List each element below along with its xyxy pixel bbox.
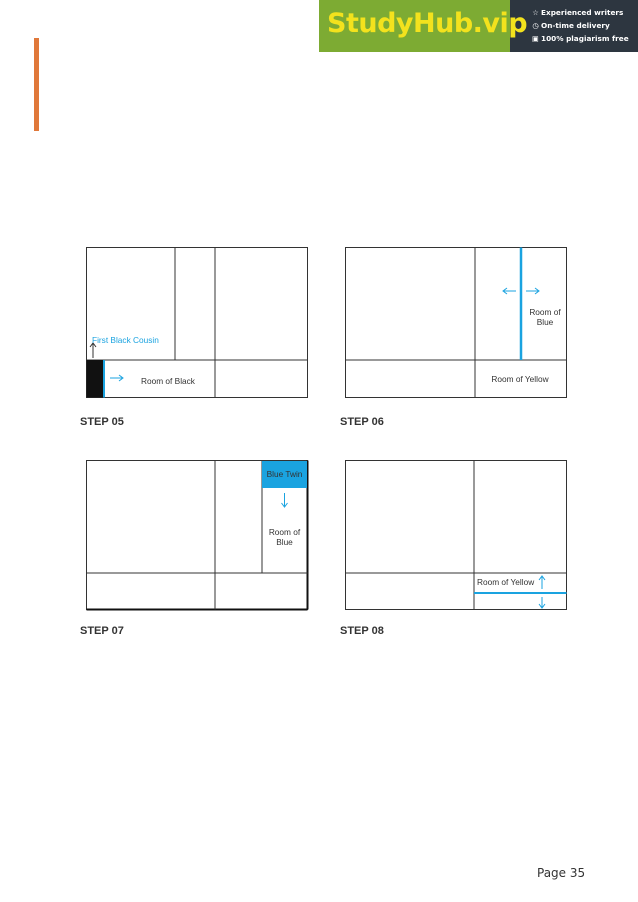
- star-icon: ☆: [532, 8, 539, 17]
- label-blue: Blue: [276, 537, 293, 547]
- page-number: Page 35: [537, 866, 586, 880]
- logo-text: StudyHub.vip: [327, 8, 528, 39]
- arrow-right-icon: [534, 287, 540, 295]
- arrow-up-icon: [89, 342, 97, 348]
- blue-twin-room: [262, 461, 307, 488]
- feature-item: ☆Experienced writers: [531, 6, 636, 19]
- step-label: STEP 07: [80, 625, 124, 637]
- label-room-of: Room of: [529, 307, 561, 317]
- black-cousin-room: [86, 360, 104, 398]
- step-label: STEP 05: [80, 416, 124, 428]
- arrow-down-icon: [538, 603, 546, 609]
- studyhub-logo[interactable]: StudyHub.vip: [319, 0, 528, 52]
- label-first-black-cousin: First Black Cousin: [92, 335, 159, 345]
- document-check-icon: ▣: [532, 34, 539, 43]
- arrow-left-icon: [502, 287, 508, 295]
- diagram-step-05: First Black Cousin Room of Black: [86, 247, 310, 400]
- feature-list: ☆Experienced writers ◷On-time delivery ▣…: [531, 6, 636, 45]
- step-label: STEP 08: [340, 625, 384, 637]
- label-room-of-yellow: Room of Yellow: [477, 577, 535, 587]
- feature-label: 100% plagiarism free: [541, 34, 629, 43]
- arrow-right-icon: [118, 374, 124, 382]
- floor-outline: [345, 247, 567, 398]
- step-label: STEP 06: [340, 416, 384, 428]
- label-room-of: Room of: [269, 527, 301, 537]
- diagram-step-08: Room of Yellow: [345, 460, 569, 613]
- label-blue: Blue: [537, 317, 554, 327]
- accent-bar: [34, 38, 39, 131]
- ad-banner[interactable]: StudyHub.vip ☆Experienced writers ◷On-ti…: [319, 0, 638, 52]
- clock-icon: ◷: [532, 21, 539, 30]
- floor-outline: [345, 460, 567, 610]
- arrow-up-icon: [538, 575, 546, 581]
- label-blue-twin: Blue Twin: [267, 469, 303, 479]
- label-room-of-yellow: Room of Yellow: [491, 374, 549, 384]
- diagram-step-06: Room of Blue Room of Yellow: [345, 247, 569, 400]
- feature-item: ▣100% plagiarism free: [531, 32, 636, 45]
- feature-label: Experienced writers: [541, 8, 624, 17]
- floor-outline: [86, 247, 308, 398]
- feature-label: On-time delivery: [541, 21, 610, 30]
- feature-item: ◷On-time delivery: [531, 19, 636, 32]
- diagram-step-07: Blue Twin Room of Blue: [86, 460, 310, 613]
- label-room-of-black: Room of Black: [141, 376, 196, 386]
- arrow-down-icon: [281, 502, 288, 508]
